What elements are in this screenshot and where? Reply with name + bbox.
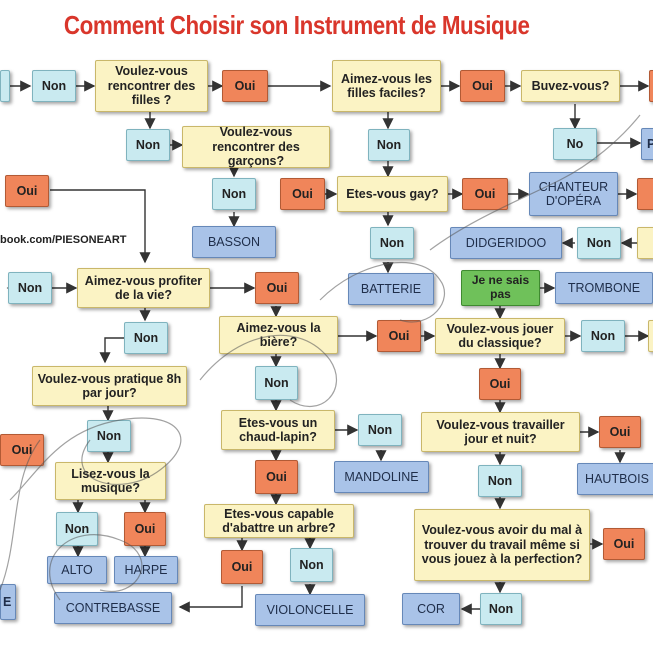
answer-oui: Oui bbox=[377, 320, 421, 352]
instrument-edge-e: E bbox=[0, 584, 16, 620]
answer-oui: Oui bbox=[599, 416, 641, 448]
answer-non: Non bbox=[87, 420, 131, 452]
answer-oui: Oui bbox=[0, 434, 44, 466]
question-classique: Voulez-vous jouer du classique? bbox=[435, 318, 565, 354]
answer-non: Non bbox=[126, 129, 170, 161]
page-title: Comment Choisir son Instrument de Musiqu… bbox=[63, 10, 530, 40]
instrument-violoncelle: VIOLONCELLE bbox=[255, 594, 365, 626]
question-travailler: Voulez-vous travailler jour et nuit? bbox=[421, 412, 580, 452]
question-rencontrer-garcons: Voulez-vous rencontrer des garçons? bbox=[182, 125, 330, 168]
answer-oui: Oui bbox=[255, 272, 299, 304]
edge-question-box bbox=[648, 320, 653, 352]
question-gay: Etes-vous gay? bbox=[337, 176, 448, 212]
answer-non: Non bbox=[581, 320, 625, 352]
question-filles-faciles: Aimez-vous les filles faciles? bbox=[332, 60, 441, 112]
answer-non: Non bbox=[56, 512, 98, 546]
question-chaud-lapin: Etes-vous un chaud-lapin? bbox=[221, 410, 335, 450]
edge-answer-box bbox=[649, 70, 653, 102]
edge-question-box bbox=[637, 227, 653, 259]
instrument-didgeridoo: DIDGERIDOO bbox=[450, 227, 562, 259]
credit-text: book.com/PIESONEART bbox=[0, 234, 127, 246]
answer-oui: Oui bbox=[124, 512, 166, 546]
answer-non: Non bbox=[358, 414, 402, 446]
edge-answer-box bbox=[637, 178, 653, 210]
answer-non: Non bbox=[368, 129, 410, 161]
instrument-trombone: TROMBONE bbox=[555, 272, 653, 304]
question-abattre-arbre: Etes-vous capable d'abattre un arbre? bbox=[204, 504, 354, 538]
answer-oui: Oui bbox=[222, 70, 268, 102]
instrument-cor: COR bbox=[402, 593, 460, 625]
question-rencontrer-filles: Voulez-vous rencontrer des filles ? bbox=[95, 60, 208, 112]
question-buvez: Buvez-vous? bbox=[521, 70, 620, 102]
instrument-contrebasse: CONTREBASSE bbox=[54, 592, 172, 624]
instrument-batterie: BATTERIE bbox=[348, 273, 434, 305]
answer-non: Non bbox=[212, 178, 256, 210]
answer-non: Non bbox=[32, 70, 76, 102]
instrument-alto: ALTO bbox=[47, 556, 107, 584]
question-pratique-8h: Voulez-vous pratique 8h par jour? bbox=[32, 366, 187, 406]
answer-je-ne-sais-pas: Je ne sais pas bbox=[461, 270, 540, 306]
instrument-mandoline: MANDOLINE bbox=[334, 461, 429, 493]
question-mal-travail: Voulez-vous avoir du mal à trouver du tr… bbox=[414, 509, 590, 581]
answer-non: Non bbox=[290, 548, 333, 582]
answer-oui: Oui bbox=[221, 550, 263, 584]
answer-non: Non bbox=[577, 227, 621, 259]
answer-non: Non bbox=[124, 322, 168, 354]
answer-non: Non bbox=[8, 272, 52, 304]
answer-oui: Oui bbox=[603, 528, 645, 560]
instrument-hautbois: HAUTBOIS bbox=[577, 463, 653, 495]
edge-answer-box bbox=[0, 70, 10, 102]
answer-oui: Oui bbox=[280, 178, 325, 210]
answer-non: Non bbox=[478, 465, 522, 497]
instrument-harpe: HARPE bbox=[114, 556, 178, 584]
answer-oui: Oui bbox=[5, 175, 49, 207]
answer-oui: Oui bbox=[255, 460, 298, 494]
answer-oui: Oui bbox=[462, 178, 508, 210]
answer-non: Non bbox=[480, 593, 522, 625]
answer-no: No bbox=[553, 128, 597, 160]
answer-oui: Oui bbox=[460, 70, 505, 102]
question-biere: Aimez-vous la bière? bbox=[219, 316, 338, 354]
question-lisez-musique: Lisez-vous la musique? bbox=[55, 462, 166, 500]
instrument-edge-p: P bbox=[641, 128, 653, 160]
answer-oui: Oui bbox=[479, 368, 521, 400]
question-profiter-vie: Aimez-vous profiter de la vie? bbox=[77, 268, 210, 308]
instrument-chanteur-opera: CHANTEUR D'OPÉRA bbox=[529, 172, 618, 216]
instrument-basson: BASSON bbox=[192, 226, 276, 258]
answer-non: Non bbox=[255, 366, 298, 400]
answer-non: Non bbox=[370, 227, 414, 259]
